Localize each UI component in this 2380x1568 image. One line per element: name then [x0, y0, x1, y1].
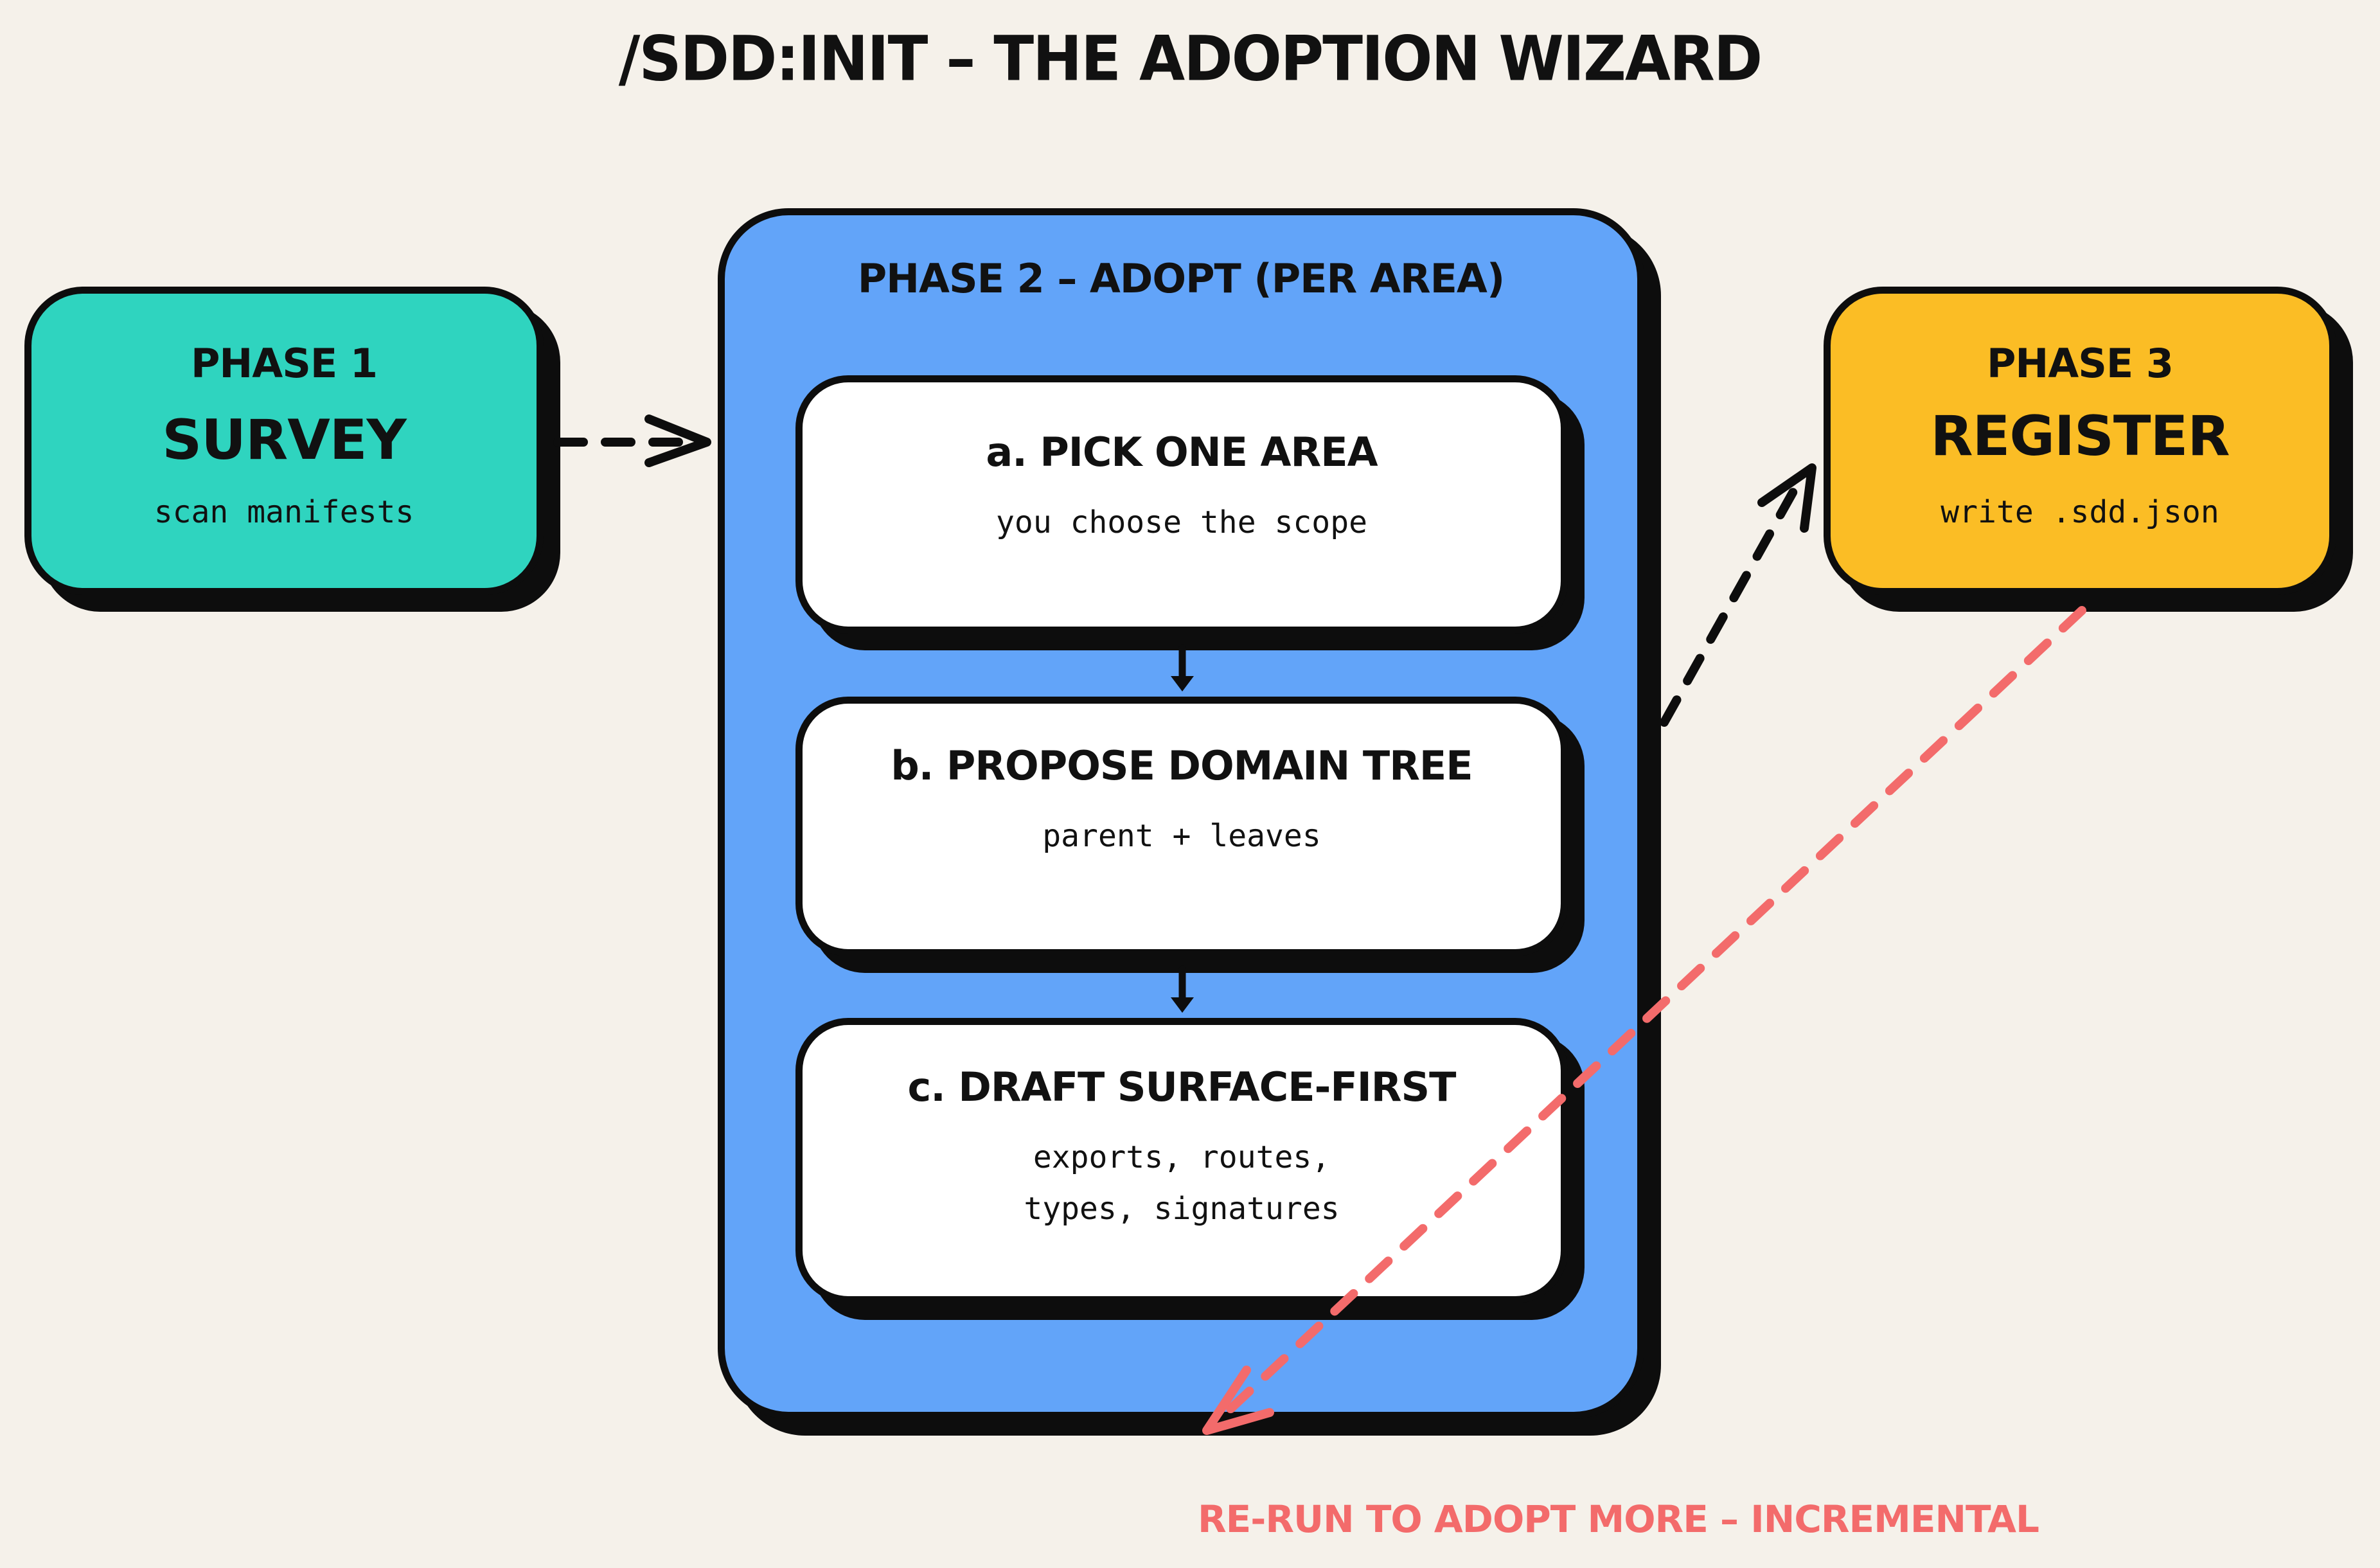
step-pick-area: a. PICK ONE AREA you choose the scope: [795, 375, 1568, 634]
loop-note: RE-RUN TO ADOPT MORE – INCREMENTAL: [1198, 1497, 2039, 1541]
phase2-label: PHASE 2 – ADOPT (PER AREA): [857, 255, 1505, 302]
step-b-title: b. PROPOSE DOMAIN TREE: [891, 742, 1473, 789]
phase3-label: PHASE 3: [1986, 340, 2174, 387]
loop-arrow-rerun: [1202, 606, 2086, 1435]
phase1-name: SURVEY: [162, 408, 407, 472]
step-a-desc: you choose the scope: [996, 504, 1367, 540]
phase1-box: PHASE 1 SURVEY scan manifests: [24, 287, 544, 595]
phase3-box: PHASE 3 REGISTER write .sdd.json: [1824, 287, 2336, 595]
arrow-phase2-to-phase3: [1660, 463, 1816, 727]
arrow-step-b-to-c: [1171, 965, 1194, 1013]
step-draft-surface: c. DRAFT SURFACE-FIRST exports, routes, …: [795, 1018, 1568, 1303]
step-c-title: c. DRAFT SURFACE-FIRST: [907, 1064, 1457, 1110]
phase1-label: PHASE 1: [190, 340, 378, 387]
step-b-desc: parent + leaves: [1042, 818, 1321, 854]
step-c-desc: exports, routes, types, signatures: [1024, 1139, 1340, 1227]
phase1-desc: scan manifests: [154, 494, 414, 530]
step-a-title: a. PICK ONE AREA: [986, 429, 1378, 476]
diagram-title: /SDD:INIT – THE ADOPTION WIZARD: [618, 22, 1763, 95]
arrow-phase1-to-phase2: [553, 414, 711, 467]
phase3-name: REGISTER: [1930, 404, 2230, 468]
step-propose-tree: b. PROPOSE DOMAIN TREE parent + leaves: [795, 697, 1568, 956]
phase3-desc: write .sdd.json: [1940, 494, 2219, 530]
arrow-step-a-to-b: [1171, 644, 1194, 691]
